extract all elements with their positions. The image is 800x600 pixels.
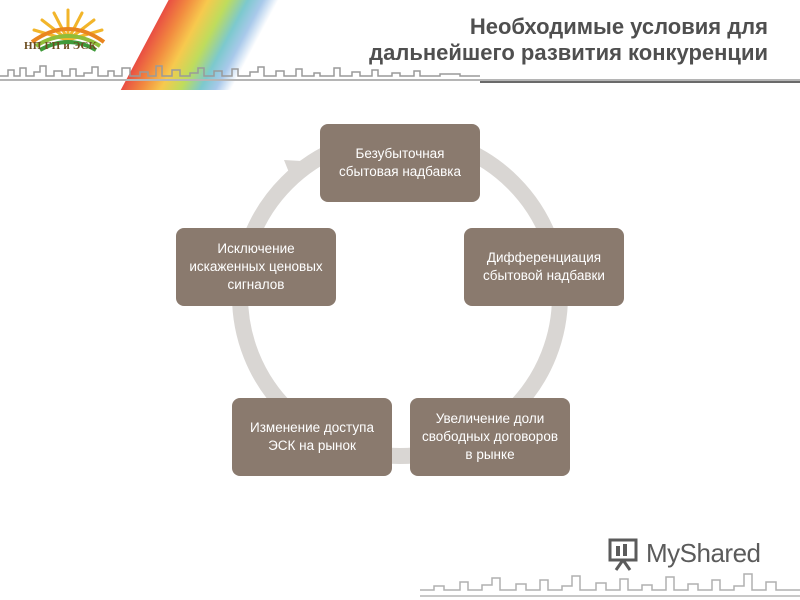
node-markup-differentiation: Дифференциация сбытовой надбавки <box>464 228 624 306</box>
watermark-text: MyShared <box>646 538 761 568</box>
title-line-1: Необходимые условия для <box>469 14 768 39</box>
sun-logo-icon <box>30 8 106 52</box>
node-esk-market-access: Изменение доступа ЭСК на рынок <box>232 398 392 476</box>
cycle-gap-connector <box>392 448 408 462</box>
cycle-arrowhead-icon <box>284 160 318 180</box>
slide-header: НП ГП и ЭСК Необходимые условия для даль… <box>0 0 800 90</box>
slide-title: Необходимые условия для дальнейшего разв… <box>369 14 768 66</box>
skyline-bottom-decoration <box>420 573 800 597</box>
watermark: MyShared <box>606 536 776 572</box>
node-break-even-markup: Безубыточная сбытовая надбавка <box>320 124 480 202</box>
node-distorted-price-signals: Исключение искаженных ценовых сигналов <box>176 228 336 306</box>
skyline-top-decoration <box>0 65 800 83</box>
node-free-contracts-share: Увеличение доли свободных договоров в ры… <box>410 398 570 476</box>
title-line-2: дальнейшего развития конкуренции <box>369 40 768 65</box>
presentation-board-icon <box>608 538 638 571</box>
logo-text: НП ГП и ЭСК <box>24 40 97 52</box>
